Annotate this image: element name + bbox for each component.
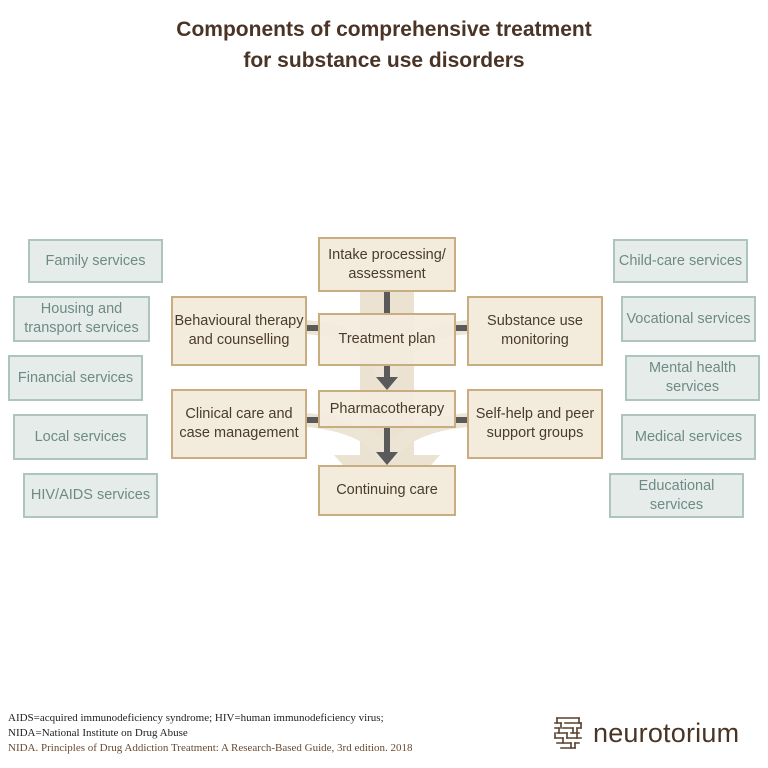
- behavioural-therapy-label: Behavioural therapy and counselling: [174, 313, 304, 348]
- housing-transport-services-label: Housing and transport services: [24, 301, 139, 336]
- self-help-groups-label: Self-help and peer support groups: [475, 406, 595, 441]
- continuing-care-label: Continuing care: [336, 482, 438, 498]
- family-services-box: Family services: [28, 239, 163, 283]
- arrow-head-to-continuing-care: [376, 452, 398, 465]
- neurotorium-logo: neurotorium: [551, 712, 761, 754]
- clinical-care-label: Clinical care and case management: [179, 406, 299, 441]
- pharmacotherapy-label: Pharmacotherapy: [329, 400, 445, 417]
- treatment-plan-box: Treatment plan: [318, 313, 456, 366]
- hiv-aids-services-label: HIV/AIDS services: [30, 487, 151, 503]
- pharmacotherapy-box: Pharmacotherapy: [318, 390, 456, 428]
- medical-services-label: Medical services: [634, 428, 743, 445]
- behavioural-therapy-box: Behavioural therapy and counselling: [171, 296, 307, 366]
- title-line-2: for substance use disorders: [243, 49, 525, 72]
- abbreviations-line-1: AIDS=acquired immunodeficiency syndrome;…: [8, 712, 384, 724]
- family-services-label: Family services: [45, 252, 146, 269]
- substance-use-monitoring-label: Substance use monitoring: [487, 313, 583, 348]
- vocational-services-box: Vocational services: [621, 296, 756, 342]
- source-citation: NIDA. Principles of Drug Addiction Treat…: [8, 742, 413, 754]
- medical-services-box: Medical services: [621, 414, 756, 460]
- abbreviations-line-2: NIDA=National Institute on Drug Abuse: [8, 727, 188, 739]
- child-care-services-box: Child-care services: [613, 239, 748, 283]
- financial-services-label: Financial services: [17, 369, 134, 386]
- continuing-care-box: Continuing care: [318, 465, 456, 516]
- intake-assessment-label: Intake processing/ assessment: [328, 246, 446, 282]
- substance-use-monitoring-box: Substance use monitoring: [467, 296, 603, 366]
- hiv-aids-services-box: HIV/AIDS services: [23, 473, 158, 518]
- financial-services-box: Financial services: [8, 355, 143, 401]
- local-services-label: Local services: [34, 428, 127, 445]
- educational-services-box: Educational services: [609, 473, 744, 518]
- arrow-head-to-pharmacotherapy: [376, 377, 398, 390]
- housing-transport-services-box: Housing and transport services: [13, 296, 150, 342]
- vocational-services-label: Vocational services: [626, 310, 751, 327]
- educational-services-label: Educational services: [638, 477, 715, 513]
- brain-maze-logo-icon: [554, 717, 582, 749]
- treatment-plan-label: Treatment plan: [338, 331, 436, 347]
- title-line-1: Components of comprehensive treatment: [176, 18, 592, 41]
- diagram-title: Components of comprehensive treatment fo…: [0, 14, 768, 76]
- mental-health-services-label: Mental health services: [648, 360, 737, 395]
- self-help-groups-box: Self-help and peer support groups: [467, 389, 603, 459]
- clinical-care-box: Clinical care and case management: [171, 389, 307, 459]
- local-services-box: Local services: [13, 414, 148, 460]
- intake-assessment-box: Intake processing/ assessment: [318, 237, 456, 292]
- child-care-services-label: Child-care services: [618, 252, 743, 269]
- brand-name: neurotorium: [593, 717, 740, 748]
- mental-health-services-box: Mental health services: [625, 355, 760, 401]
